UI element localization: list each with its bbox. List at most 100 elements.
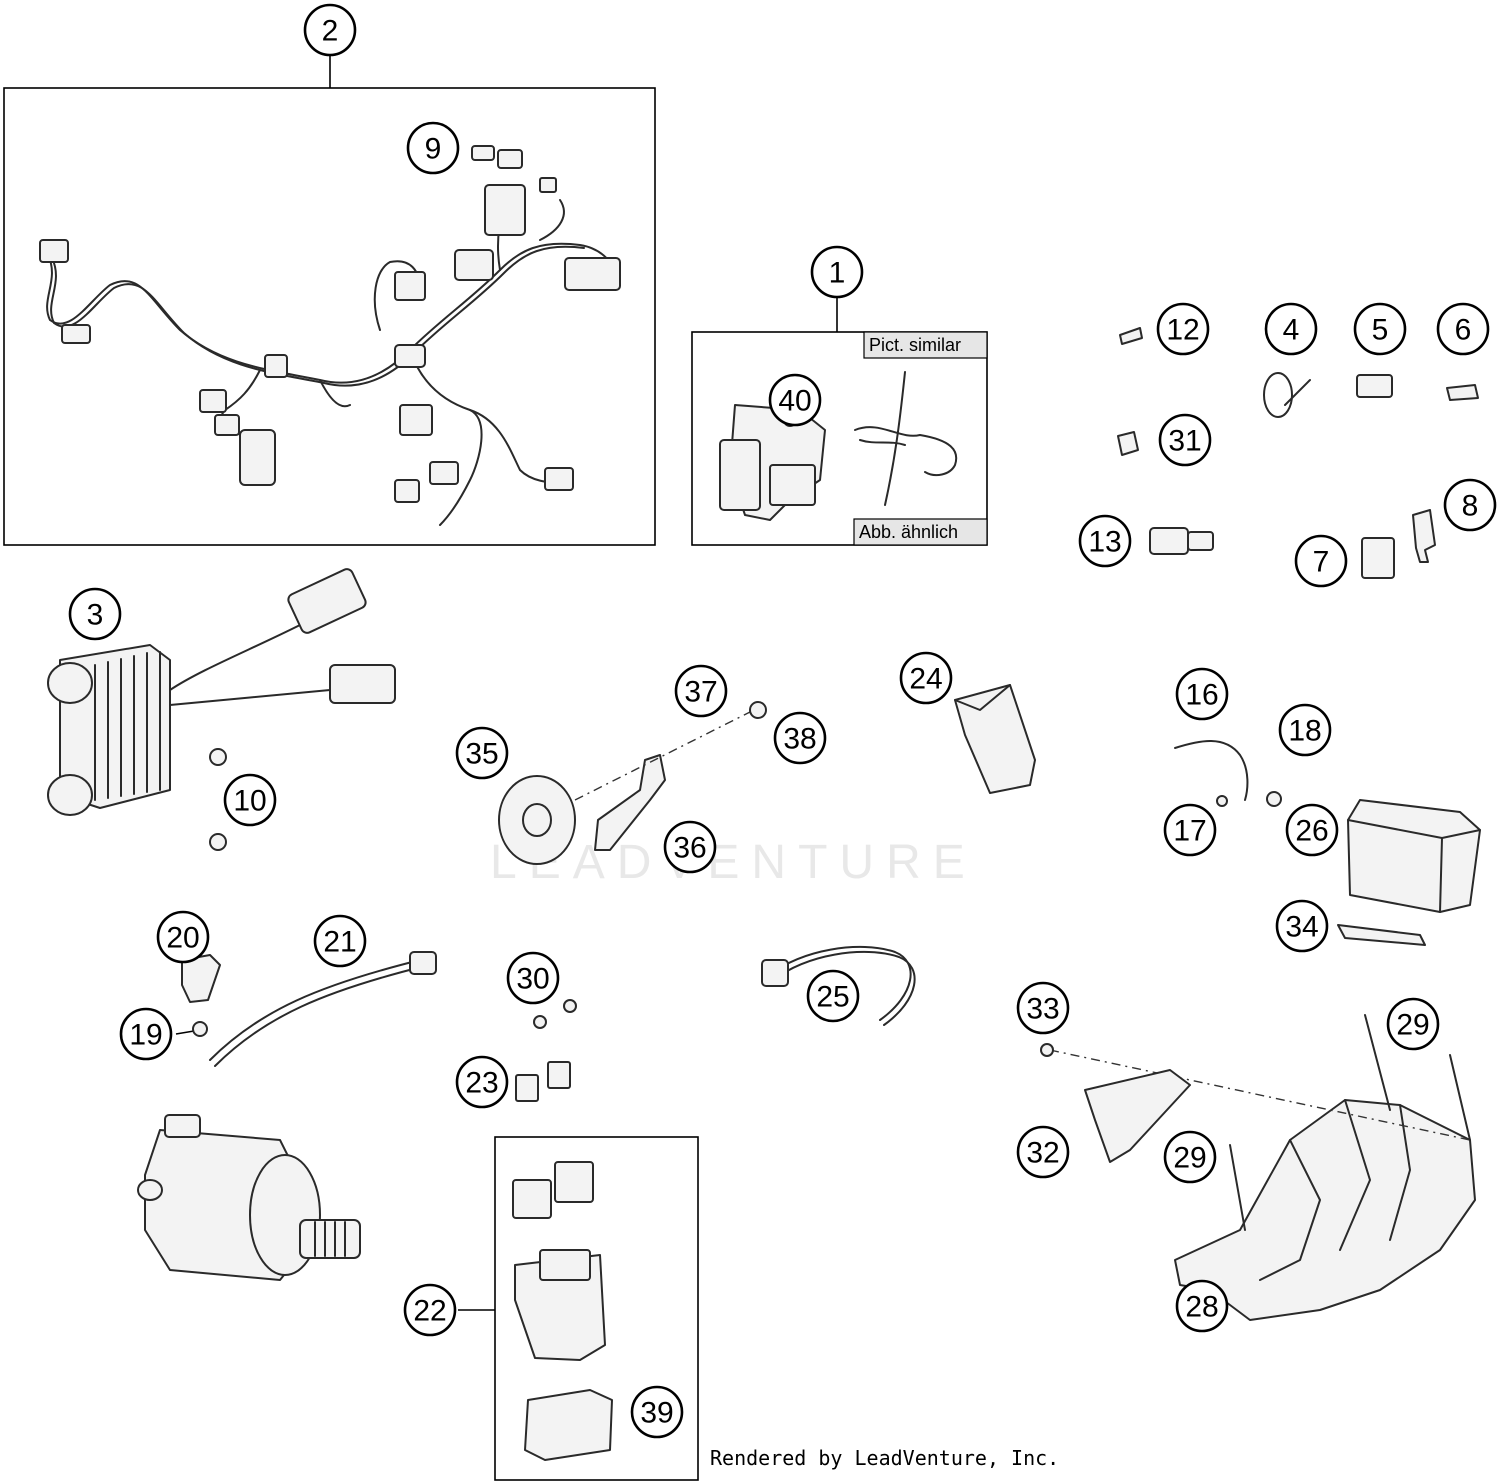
callout-12: 12 [1156,302,1210,356]
callout-38: 38 [773,711,827,765]
credit-text: Rendered by LeadVenture, Inc. [710,1446,1059,1470]
callout-circle [1175,667,1229,721]
abb-aehnlich-label: Abb. ähnlich [853,518,988,546]
callout-number: 9 [425,133,442,166]
horn-drawing [498,701,767,865]
callout-number: 5 [1372,314,1389,347]
callout-number: 40 [778,385,811,418]
callout-number: 32 [1026,1137,1059,1170]
key-switch-frame [691,331,988,546]
callout-number: 23 [465,1067,498,1100]
callout-2: 2 [303,3,357,57]
callout-19: 19 [119,1007,173,1061]
callout-number: 16 [1185,679,1218,712]
callout-number: 33 [1026,993,1059,1026]
callout-number: 21 [323,926,356,959]
callout-33: 33 [1016,981,1070,1035]
callout-circle [403,1283,457,1337]
callout-circle [663,820,717,874]
svg-text:Abb. ähnlich: Abb. ähnlich [859,522,958,542]
callout-circle [810,245,864,299]
callout-1: 1 [810,245,864,299]
callout-10: 10 [223,773,277,827]
callout-circle [223,773,277,827]
callout-circle [1163,803,1217,857]
callout-29: 29 [1163,1130,1217,1184]
callout-number: 20 [166,922,199,955]
callout-23: 23 [455,1055,509,1109]
callout-circle [1294,534,1348,588]
callout-number: 31 [1168,425,1201,458]
leader-lines [175,55,838,1311]
callout-20: 20 [156,910,210,964]
callout-number: 3 [87,599,104,632]
callout-number: 10 [233,785,266,818]
callout-number: 28 [1185,1291,1218,1324]
callout-number: 35 [465,738,498,771]
cables-drawing [181,946,916,1067]
callout-31: 31 [1158,413,1212,467]
callout-circle [1443,478,1497,532]
callout-number: 12 [1166,314,1199,347]
callout-number: 25 [816,981,849,1014]
callout-circle [899,651,953,705]
callout-number: 37 [684,676,717,709]
callout-circle [773,711,827,765]
callout-9: 9 [406,121,460,175]
relay-kit-frame [494,1136,699,1481]
callout-number: 36 [673,832,706,865]
callout-number: 22 [413,1295,446,1328]
callout-number: 13 [1088,526,1121,559]
callout-8: 8 [1443,478,1497,532]
callout-circle [768,373,822,427]
fuses-drawing [515,999,577,1102]
callout-circle [806,969,860,1023]
callout-number: 6 [1455,314,1472,347]
callout-circle [1353,302,1407,356]
callout-25: 25 [806,969,860,1023]
small-parts-drawing [1117,327,1479,579]
relay-kit-drawing [512,1161,613,1461]
callout-circle [1264,302,1318,356]
callout-6: 6 [1436,302,1490,356]
callout-number: 38 [783,723,816,756]
callout-circle [313,914,367,968]
callout-number: 2 [322,15,339,48]
callout-number: 30 [516,963,549,996]
callout-number: 29 [1173,1142,1206,1175]
callout-29: 29 [1386,997,1440,1051]
callout-circle [1158,413,1212,467]
callout-circle [1386,997,1440,1051]
callout-37: 37 [674,664,728,718]
callout-circle [1175,1279,1229,1333]
callout-circle [1156,302,1210,356]
callout-26: 26 [1285,803,1339,857]
wiring-harness-drawing [39,145,621,526]
callout-number: 39 [640,1397,673,1430]
key-switch-drawing [719,371,958,521]
callout-circle [156,910,210,964]
callout-circle [1285,803,1339,857]
battery-holder-drawing [1040,1014,1476,1321]
callout-number: 1 [829,257,846,290]
regulator-drawing [47,568,396,851]
callout-circle [630,1385,684,1439]
callout-number: 24 [909,663,942,696]
callout-number: 4 [1283,314,1300,347]
starter-motor-drawing [137,1114,361,1281]
callout-circle [455,726,509,780]
callout-number: 7 [1313,546,1330,579]
callout-18: 18 [1278,703,1332,757]
callout-circle [1436,302,1490,356]
callout-circle [68,587,122,641]
svg-text:Pict. similar: Pict. similar [869,335,961,355]
callout-circle [506,951,560,1005]
callout-32: 32 [1016,1125,1070,1179]
callout-3: 3 [68,587,122,641]
callout-circle [455,1055,509,1109]
callout-number: 19 [129,1019,162,1052]
callout-number: 18 [1288,715,1321,748]
callout-circle [1078,514,1132,568]
callout-number: 29 [1396,1009,1429,1042]
